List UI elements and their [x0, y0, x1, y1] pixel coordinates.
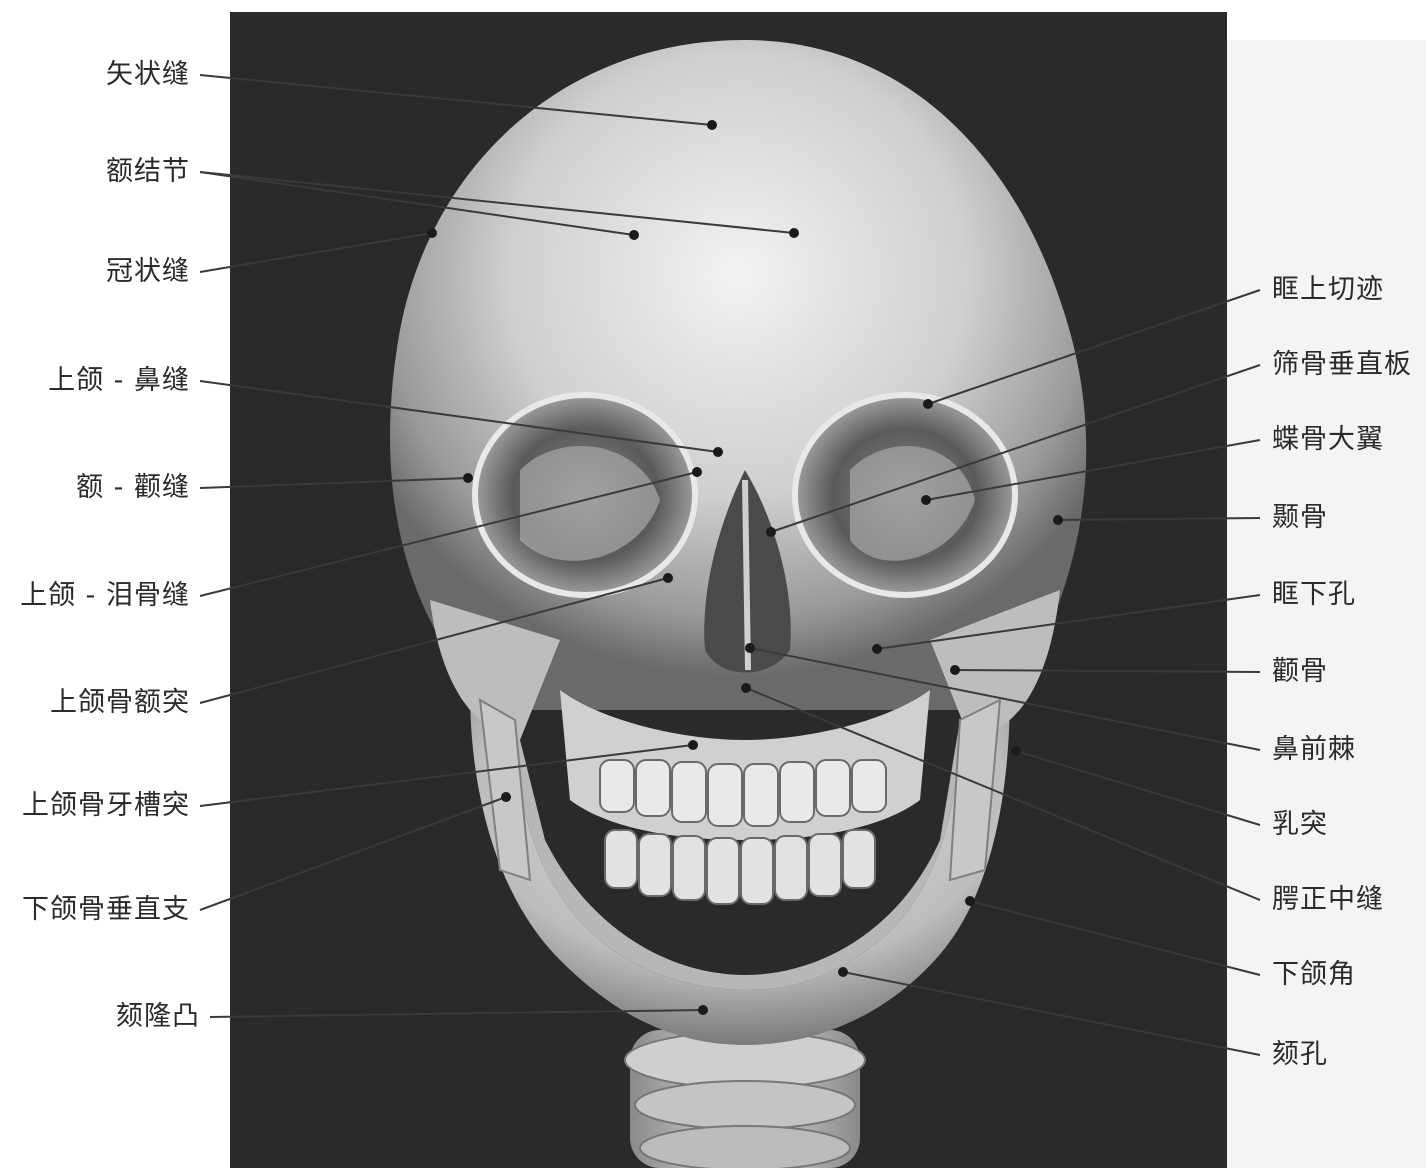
label-sagittal-suture: 矢状缝 — [106, 61, 190, 88]
label-frontal-process-maxilla: 上颌骨额突 — [50, 689, 190, 716]
label-alveolar-process-maxilla: 上颌骨牙槽突 — [22, 792, 190, 819]
label-greater-wing-sphenoid: 蝶骨大翼 — [1272, 426, 1384, 453]
label-mental-foramen: 颏孔 — [1272, 1041, 1328, 1068]
label-mandibular-ramus: 下颌骨垂直支 — [22, 896, 190, 923]
cervical-vertebrae — [625, 1030, 865, 1168]
label-median-palatine-suture: 腭正中缝 — [1272, 886, 1384, 913]
label-perpendicular-plate-ethmoid: 筛骨垂直板 — [1272, 351, 1412, 378]
label-mastoid-process: 乳突 — [1272, 811, 1328, 838]
label-coronal-suture: 冠状缝 — [106, 258, 190, 285]
label-maxillo-nasal-suture: 上颌 - 鼻缝 — [48, 367, 190, 394]
label-fronto-zygomatic-suture: 额 - 颧缝 — [76, 474, 190, 501]
label-zygomatic-bone: 颧骨 — [1272, 658, 1328, 685]
label-anterior-nasal-spine: 鼻前棘 — [1272, 736, 1356, 763]
label-infraorbital-foramen: 眶下孔 — [1272, 581, 1356, 608]
label-mandibular-angle: 下颌角 — [1272, 961, 1356, 988]
label-maxillo-lacrimal-suture: 上颌 - 泪骨缝 — [20, 582, 190, 609]
label-temporal-bone: 颞骨 — [1272, 504, 1328, 531]
label-frontal-tuber: 额结节 — [106, 158, 190, 185]
label-supraorbital-notch: 眶上切迹 — [1272, 276, 1384, 303]
label-mental-protuberance: 颏隆凸 — [116, 1003, 200, 1030]
